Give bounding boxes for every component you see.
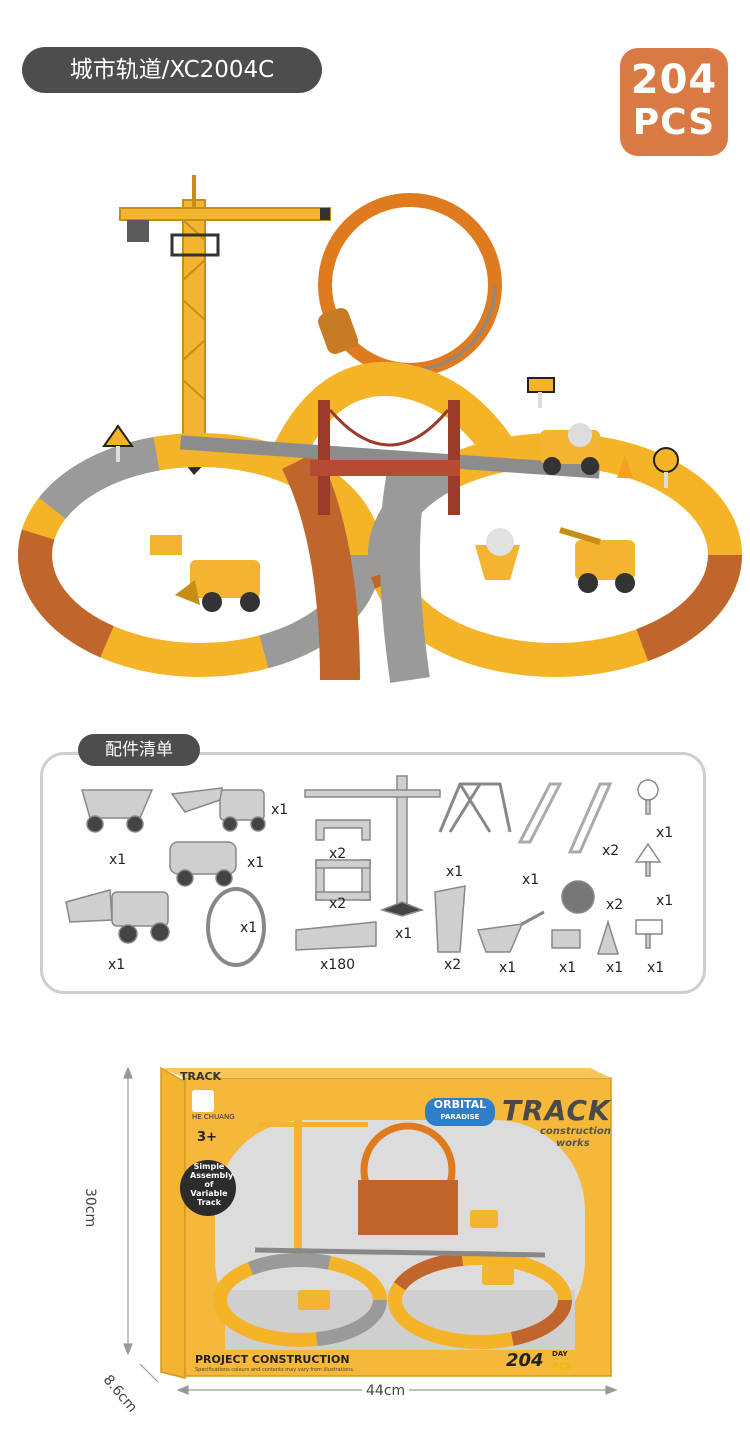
parts-illustrations (65, 775, 663, 967)
track-piece-part (295, 921, 377, 951)
piece-unit: PCS (632, 102, 716, 143)
product-photo-track-set (18, 175, 742, 683)
brick-part (551, 929, 581, 949)
dimension-width: 44cm (362, 1383, 410, 1399)
sign-parts (634, 779, 663, 949)
figure-eight-track (18, 361, 742, 683)
box-circle-text: Simple Assembly of Variable Track (190, 1162, 234, 1207)
qty-sign-a: x1 (656, 825, 674, 841)
qty-sign-b: x1 (656, 893, 674, 909)
box-top-label: TRACK (180, 1070, 222, 1083)
box-age-badge: 3+ (197, 1130, 217, 1145)
qty-loop: x1 (240, 920, 258, 936)
box-track-sub1: construction (540, 1126, 611, 1137)
product-title: 城市轨道/XC2004C (22, 47, 322, 93)
loop-part (206, 887, 266, 967)
qty-bracket-low: x2 (329, 846, 347, 862)
qty-sign-c: x1 (647, 960, 665, 976)
qty-bridge-ramp: x1 (522, 872, 540, 888)
qty-bracket-high: x2 (329, 896, 347, 912)
cone-part (596, 919, 620, 955)
parts-list-panel (40, 752, 706, 994)
box-pcs-tag: PCS (552, 1362, 572, 1372)
qty-track-pieces: x180 (320, 957, 356, 973)
bridge-rail-part (517, 782, 613, 854)
circle-text-line4: Track (197, 1198, 221, 1207)
qty-bridge-rail: x2 (602, 843, 620, 859)
parts-list-label: 配件清单 (78, 734, 200, 766)
box-track-title: TRACK (502, 1094, 611, 1127)
box-brand-name: HE CHUANG (192, 1113, 235, 1121)
box-piece-count: 204 (506, 1350, 544, 1371)
piece-count: 204 (630, 57, 718, 103)
wheelbarrow-part (476, 910, 545, 953)
box-day-tag: DAY (552, 1350, 568, 1358)
circle-text-line2: Assembly of (190, 1171, 234, 1189)
bridge-tower-part (438, 782, 512, 833)
circle-text-line3: Variable (190, 1189, 228, 1198)
qty-dump-truck: x1 (109, 852, 127, 868)
qty-ball: x2 (606, 897, 624, 913)
launcher-part (434, 885, 466, 953)
bridge-illustration (180, 400, 600, 515)
track-loop-illustration (318, 193, 502, 377)
box-track-sub2: works (556, 1138, 590, 1149)
qty-excavator: x1 (271, 802, 289, 818)
orbital-line2: PARADISE (440, 1113, 480, 1121)
crane-part (304, 775, 441, 917)
signs-illustration (102, 377, 679, 488)
vehicles-illustration (150, 423, 635, 612)
qty-crane: x1 (395, 926, 413, 942)
qty-brick: x1 (559, 960, 577, 976)
box-bottom-title: PROJECT CONSTRUCTION (195, 1353, 350, 1366)
orbital-logo: ORBITAL PARADISE (425, 1098, 495, 1126)
qty-bridge-tower: x1 (446, 864, 464, 880)
qty-wheelbarrow: x1 (499, 960, 517, 976)
bracket-low-part (315, 819, 371, 841)
ball-part (561, 880, 595, 914)
orbital-line1: ORBITAL (433, 1098, 487, 1111)
box-fine-print: Specifications colours and contents may … (195, 1367, 355, 1373)
bulldozer-part (65, 889, 170, 944)
suv-part (169, 841, 237, 887)
qty-bulldozer: x1 (108, 957, 126, 973)
piece-count-badge: 204 PCS (620, 48, 728, 156)
bracket-high-part (315, 859, 371, 901)
dimension-height: 30cm (82, 1188, 98, 1228)
qty-cone: x1 (606, 960, 624, 976)
circle-text-line1: Simple (193, 1162, 225, 1171)
excavator-part (170, 787, 266, 832)
product-box-illustration (123, 1066, 618, 1395)
qty-launcher: x2 (444, 957, 462, 973)
qty-suv: x1 (247, 855, 265, 871)
dump-truck-part (81, 789, 154, 833)
